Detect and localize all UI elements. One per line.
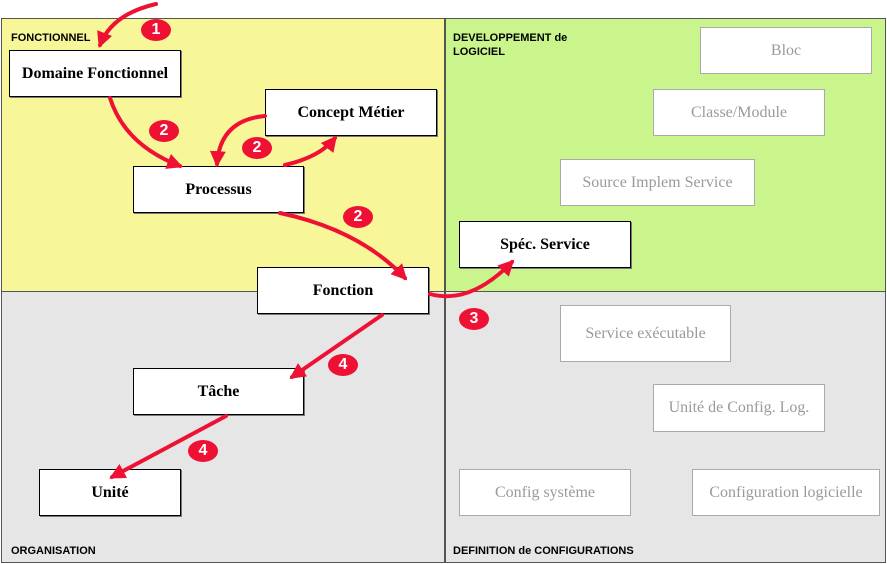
step-badge-2a: 2 [149, 120, 179, 142]
node-spec-service: Spéc. Service [459, 221, 631, 268]
node-configuration-logicielle: Configuration logicielle [692, 469, 880, 516]
step-badge-2b: 2 [242, 137, 272, 159]
node-processus: Processus [133, 166, 304, 213]
step-badge-3: 3 [459, 308, 489, 330]
node-tache: Tâche [133, 368, 304, 415]
label-fonctionnel: FONCTIONNEL [11, 32, 91, 44]
step-badge-4a: 4 [328, 354, 358, 376]
step-badge-4b: 4 [188, 440, 218, 462]
node-unite: Unité [39, 469, 181, 516]
label-developpement: DEVELOPPEMENT de LOGICIEL [453, 32, 568, 58]
node-classe-module: Classe/Module [653, 89, 825, 136]
node-concept-metier: Concept Métier [265, 89, 437, 136]
label-organisation: ORGANISATION [11, 545, 96, 557]
node-domaine-fonctionnel: Domaine Fonctionnel [9, 50, 181, 97]
node-bloc: Bloc [700, 27, 872, 74]
step-badge-2c: 2 [343, 206, 373, 228]
node-config-systeme: Config système [459, 469, 631, 516]
node-fonction: Fonction [257, 267, 429, 314]
step-badge-1: 1 [141, 19, 171, 41]
node-unite-config-log: Unité de Config. Log. [653, 384, 825, 432]
node-service-executable: Service exécutable [560, 305, 731, 362]
quadrant-organisation [1, 291, 445, 563]
node-source-implem-service: Source Implem Service [560, 159, 755, 206]
label-definition: DEFINITION de CONFIGURATIONS [453, 545, 634, 557]
